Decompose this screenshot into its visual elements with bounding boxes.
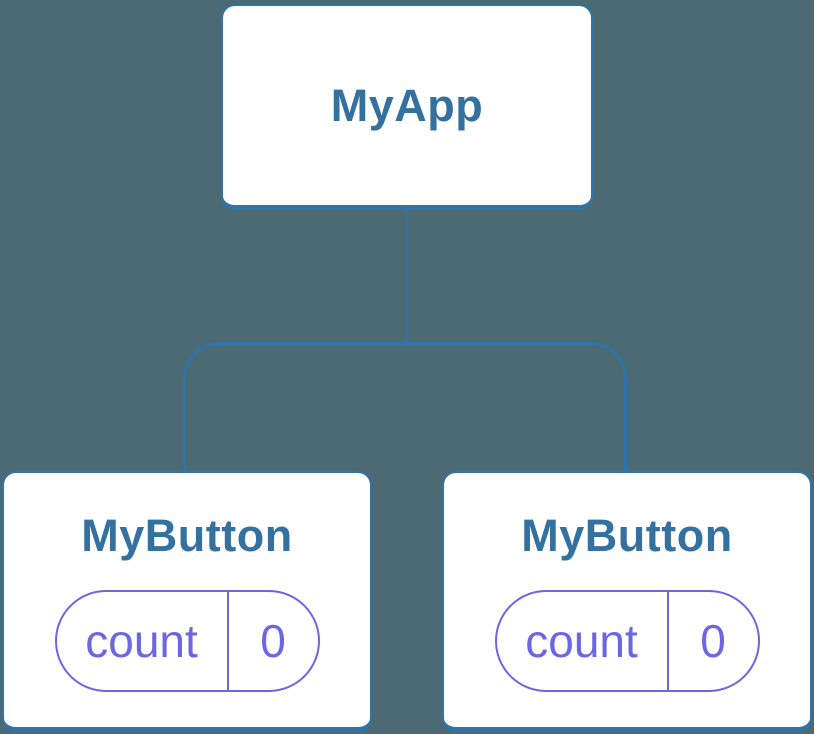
state-key: count bbox=[497, 592, 669, 690]
state-value: 0 bbox=[260, 615, 286, 667]
child-node-right: MyButton count 0 bbox=[442, 471, 812, 732]
child-node-left: MyButton count 0 bbox=[2, 471, 372, 732]
root-node: MyApp bbox=[221, 4, 593, 210]
root-node-label: MyApp bbox=[330, 79, 484, 131]
state-pill: count 0 bbox=[494, 590, 760, 692]
state-pill: count 0 bbox=[54, 590, 320, 692]
child-node-label: MyButton bbox=[81, 510, 293, 561]
state-value: 0 bbox=[700, 615, 726, 667]
child-node-label: MyButton bbox=[521, 510, 733, 561]
state-key: count bbox=[57, 592, 229, 690]
tree-branch-line bbox=[182, 341, 627, 472]
tree-stem-line bbox=[404, 207, 408, 343]
